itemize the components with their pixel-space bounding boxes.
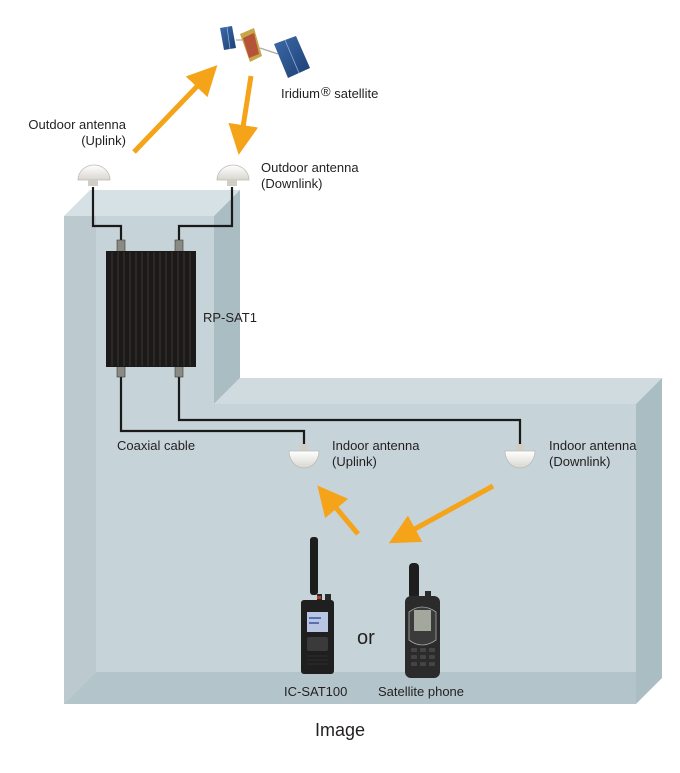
satellite-phone-label: Satellite phone (378, 684, 465, 699)
satellite-phone-icon (405, 563, 440, 678)
registered-mark: ® (321, 84, 331, 99)
wall-top-face-lower (214, 378, 662, 404)
image-caption: Image (314, 720, 366, 740)
connector-icon (116, 239, 126, 253)
building-walls (64, 190, 662, 704)
outdoor-antenna-downlink-label: Outdoor antenna (Downlink) (261, 160, 359, 192)
wall-front-face-lower (64, 404, 636, 704)
cable-outdoor-uplink (91, 187, 123, 248)
or-label: or (357, 627, 375, 649)
indoor-antenna-uplink-icon (288, 444, 320, 469)
wall-right-side-lower (636, 378, 662, 704)
satellite-suffix: satellite (330, 86, 379, 101)
indoor-antenna-downlink-line1: Indoor antenna (549, 438, 637, 453)
arrow-uplink-to-satellite (132, 65, 218, 154)
iridium-satellite-icon (220, 26, 310, 78)
arrow-indoor-downlink-to-device (388, 483, 495, 544)
signal-arrows (132, 65, 495, 544)
outdoor-antenna-downlink-line1: Outdoor antenna (261, 160, 359, 175)
outdoor-antenna-uplink-line1: Outdoor antenna (28, 117, 126, 132)
arrow-device-to-indoor-uplink (317, 485, 360, 536)
floor (64, 672, 636, 704)
outdoor-antenna-downlink-icon (216, 164, 250, 186)
indoor-antenna-uplink-line1: Indoor antenna (332, 438, 420, 453)
ic-sat100-label: IC-SAT100 (284, 684, 348, 699)
satellite-name: Iridium (281, 86, 321, 101)
cable-outdoor-downlink (177, 187, 234, 248)
outdoor-antenna-uplink-icon (77, 164, 111, 186)
cable-indoor-downlink (177, 375, 522, 445)
wall-top-face (64, 190, 240, 216)
connector-icon (174, 239, 184, 253)
coaxial-cables (91, 187, 522, 445)
outdoor-antenna-downlink-line2: (Downlink) (261, 176, 323, 191)
repeater-rp-sat1-icon (106, 251, 196, 367)
indoor-antenna-uplink-line2: (Uplink) (332, 454, 377, 469)
repeater-label: RP-SAT1 (203, 310, 257, 325)
indoor-antenna-downlink-line2: (Downlink) (549, 454, 611, 469)
outdoor-antenna-uplink-label: Outdoor antenna (Uplink) (13, 117, 126, 149)
cable-indoor-uplink (119, 375, 306, 445)
wall-right-side-upper (214, 190, 240, 404)
indoor-antenna-downlink-icon (504, 444, 536, 469)
indoor-antenna-downlink-label: Indoor antenna (Downlink) (549, 438, 636, 470)
ic-sat100-radio-icon (301, 537, 334, 674)
arrow-satellite-to-downlink (228, 75, 259, 155)
indoor-antenna-uplink-label: Indoor antenna (Uplink) (332, 438, 419, 470)
satellite-label: Iridium® satellite (281, 84, 379, 102)
outdoor-antenna-uplink-line2: (Uplink) (81, 133, 126, 148)
coaxial-cable-label: Coaxial cable (117, 438, 196, 453)
wall-left-strip (64, 216, 96, 704)
